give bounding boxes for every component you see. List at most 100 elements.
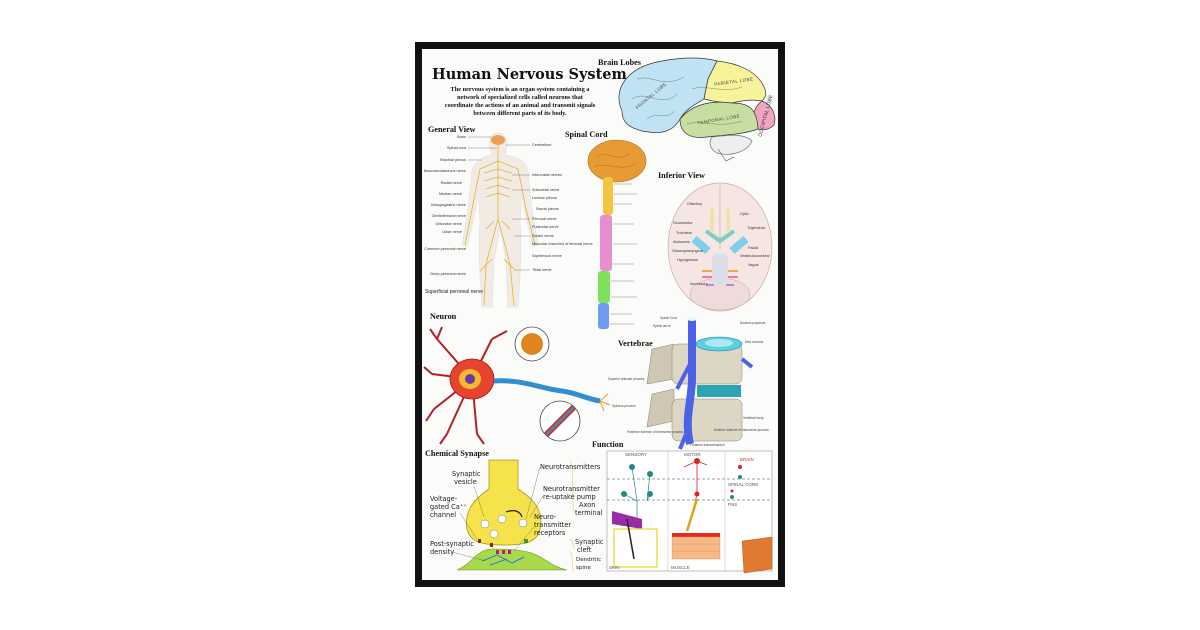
gv-label: Tibial nerve	[532, 268, 552, 272]
cn-label: Accessory	[690, 282, 708, 286]
function-col-sensory: SENSORY	[625, 452, 647, 457]
poster-svg: Human Nervous System The nervous system …	[423, 57, 776, 574]
general-view-left-labels: Brain Spinal cord Brachial plexus Muscul…	[424, 135, 466, 276]
vertebrae-labels: Spinal Cord Nucleus pulposus Spinal nerv…	[608, 316, 769, 447]
gv-label: Intercostal nerves	[532, 173, 562, 177]
syn-label-density: density	[430, 548, 454, 556]
spinal-cord-heading: Spinal Cord	[565, 130, 608, 139]
syn-label-receptors: Neuro-	[534, 513, 557, 521]
vert-label: Superior articular process	[608, 377, 645, 381]
gv-label: Iliohypogastric nerve	[431, 203, 466, 207]
general-view-right-labels: Cerebellum Intercostal nerves Subcostal …	[532, 143, 593, 272]
vert-label: Posterior tubercle of transverse process	[627, 430, 684, 434]
cn-label: Facial	[748, 246, 758, 250]
spinal-cord-tube	[683, 319, 696, 445]
nerve-lines	[464, 145, 536, 306]
function-col-motor: MOTOR	[684, 452, 701, 457]
syn-label-spine: spine	[576, 565, 591, 571]
lobe-label: PARIETAL LOBE	[714, 76, 754, 86]
gv-label: Saphenous nerve	[532, 254, 562, 258]
lower-vertebra	[671, 398, 743, 442]
gv-label: Median nerve	[439, 192, 462, 196]
muscle-endplate	[672, 533, 720, 537]
inferior-brain-diagram	[667, 182, 773, 312]
muscle-block	[741, 536, 773, 574]
syn-label-vesicle: Synaptic	[452, 470, 481, 478]
function-heading: Function	[592, 440, 624, 449]
syn-label-channel: channel	[430, 511, 456, 519]
intro-line: coordinate the actions of an animal and …	[445, 102, 596, 109]
function-row-brain: BRAIN	[740, 457, 754, 462]
intro-line: between different parts of its body.	[473, 110, 567, 117]
vert-label: Disc annulus	[745, 340, 764, 344]
syn-label-axon-terminal: Axon	[579, 501, 595, 509]
cn-label: Olfactory	[687, 202, 702, 206]
syn-label-cleft: Synaptic	[575, 538, 604, 546]
poster-title: Human Nervous System	[432, 66, 628, 83]
cn-label: Vagus	[748, 263, 759, 267]
gv-label: Femoral nerve	[532, 217, 556, 221]
gv-label: Musculocutaneous nerve	[424, 169, 466, 173]
intervertebral-disc	[697, 385, 741, 397]
gv-label: Deep peroneal nerve	[431, 272, 466, 276]
vert-label: Nucleus pulposus	[740, 321, 766, 325]
vert-label: Foramen transversarium	[690, 443, 725, 447]
intro-text: The nervous system is an organ system co…	[445, 86, 596, 117]
dendritic-spine-shape	[456, 548, 568, 571]
gv-label: Sciatic nerve	[532, 234, 554, 238]
frontal-lobe	[618, 57, 718, 133]
cerebellum	[709, 134, 753, 155]
cervical-segment	[603, 177, 613, 215]
body-figure	[461, 132, 539, 308]
cn-label: Abducens	[673, 240, 690, 244]
axon	[493, 378, 601, 404]
vert-label: Spinal Cord	[660, 316, 677, 320]
gv-label: Brachial plexus	[440, 158, 466, 162]
brain-3d	[587, 139, 647, 183]
function-muscle-label: MUSCLE	[671, 565, 690, 570]
syn-label-axon-terminal: terminal	[575, 509, 603, 517]
cn-label: Glossopharyngeal	[672, 249, 703, 253]
thoracic-segment	[600, 215, 612, 271]
cn-label: Hypoglossal	[677, 258, 698, 262]
poster-canvas: Human Nervous System The nervous system …	[422, 49, 778, 580]
gv-leader-lines	[468, 136, 530, 271]
gv-label: Obturator nerve	[435, 222, 462, 226]
syn-label-reuptake: Neurotransmitter	[543, 485, 600, 493]
lumbar-segment	[598, 271, 610, 303]
gv-label: Radial nerve	[441, 181, 462, 185]
syn-label-vesicle: vesicle	[454, 478, 477, 486]
gv-label: Brain	[457, 135, 466, 139]
syn-label-cleft: cleft	[577, 546, 592, 554]
gv-label: Cerebellum	[532, 143, 551, 147]
syn-label-channel: Voltage-	[430, 495, 458, 503]
spinal-cord-diagram	[587, 139, 647, 329]
sensory-neurons	[623, 466, 651, 529]
vert-label: Anterior tubercle of transverse process	[714, 428, 769, 432]
function-row-pns: PNS	[728, 502, 737, 507]
chemical-synapse-heading: Chemical Synapse	[425, 449, 489, 458]
function-diagram: SENSORY MOTOR BRAIN SPINAL CORD PNS SKIN…	[606, 450, 773, 574]
syn-label-channel: gated Ca⁺⁺	[430, 503, 467, 511]
brain-gyri	[631, 76, 743, 125]
gv-label: Pudendal nerve	[532, 225, 559, 229]
syn-label-receptors: transmitter	[534, 521, 571, 529]
function-row-spinal-cord: SPINAL CORD	[728, 482, 759, 487]
gv-label: Superficial peroneal nerve	[425, 289, 483, 295]
general-view-heading: General View	[428, 125, 476, 134]
syn-label-receptors: receptors	[534, 529, 566, 537]
brain-lobes-diagram	[618, 57, 776, 162]
gv-label: Ulnar nerve	[442, 230, 462, 234]
muscle-fibers	[671, 536, 721, 560]
vert-label: Spinous process	[612, 404, 636, 408]
gv-label: Subcostal nerve	[532, 188, 559, 192]
gv-label: Lumbar plexus	[532, 196, 557, 200]
poster-frame: Human Nervous System The nervous system …	[415, 42, 785, 587]
cn-label: Vestibulocochlear	[740, 254, 770, 258]
syn-label-spine: Dendritic	[576, 557, 601, 563]
cn-label: Optic	[740, 212, 749, 216]
gv-label: Spinal cord	[447, 146, 466, 150]
inferior-view-heading: Inferior View	[658, 171, 705, 180]
brain-icon	[491, 135, 505, 145]
neuron-diagram	[423, 326, 611, 445]
